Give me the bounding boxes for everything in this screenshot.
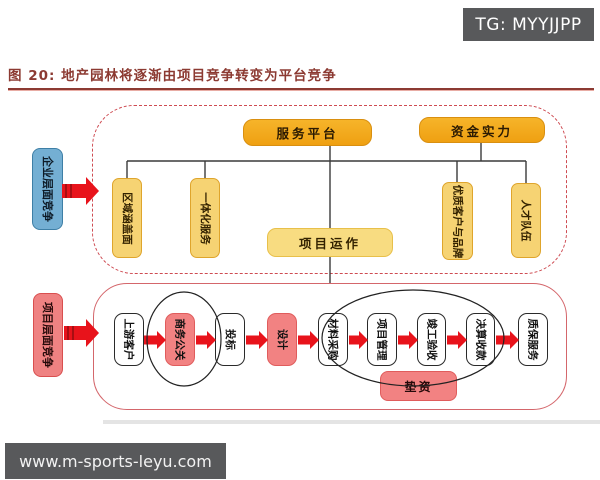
capital-strength-box: 资金实力 xyxy=(419,117,545,143)
step-project-management-box: 项目管理 xyxy=(367,313,397,366)
step-material-procurement-box: 材料采购 xyxy=(318,313,348,366)
step-business-pr-box: 商务公关 xyxy=(165,313,195,366)
figure-title: 图 20: 地产园林将逐渐由项目竞争转变为平台竞争 xyxy=(8,68,337,84)
step-project-management-label: 项目管理 xyxy=(375,318,388,361)
pillar-regional-coverage-box: 区域涵盖面 xyxy=(112,178,142,258)
step-warranty-service-label: 质保服务 xyxy=(526,318,539,361)
enterprise-competition-label: 企业层面竞争 xyxy=(40,156,54,222)
step-completion-acceptance-label: 竣工验收 xyxy=(425,318,437,361)
enterprise-competition-label-box: 企业层面竞争 xyxy=(32,148,63,230)
pillar-quality-clients-label: 优质客户与品牌 xyxy=(451,184,463,258)
project-competition-label-box: 项目层面竞争 xyxy=(33,293,63,377)
bottom-divider xyxy=(103,420,600,424)
title-underline xyxy=(8,88,594,91)
step-design-box: 设计 xyxy=(267,313,297,366)
service-platform-box: 服务平台 xyxy=(243,119,372,146)
pillar-talent-team-box: 人才队伍 xyxy=(511,183,541,258)
step-design-label: 设计 xyxy=(275,329,288,350)
pillar-regional-coverage-label: 区域涵盖面 xyxy=(120,191,133,245)
step-settlement-collection-label: 决算收款 xyxy=(474,318,486,361)
step-settlement-collection-box: 决算收款 xyxy=(466,313,495,366)
tg-watermark-badge: TG: MYYJJPP xyxy=(463,8,594,41)
site-watermark-badge: www.m-sports-leyu.com xyxy=(5,443,226,479)
step-upstream-clients-box: 上游客户 xyxy=(114,313,144,366)
pillar-quality-clients-box: 优质客户与品牌 xyxy=(442,182,473,260)
step-upstream-clients-label: 上游客户 xyxy=(122,318,135,361)
project-operation-box: 项目运作 xyxy=(267,228,393,257)
step-business-pr-label: 商务公关 xyxy=(173,318,186,361)
pillar-integrated-service-label: 一体化服务 xyxy=(198,191,211,245)
step-bidding-box: 投标 xyxy=(215,313,245,366)
step-bidding-label: 投标 xyxy=(223,329,236,350)
pillar-talent-team-label: 人才队伍 xyxy=(519,199,532,242)
project-competition-label: 项目层面竞争 xyxy=(41,302,54,368)
step-completion-acceptance-box: 竣工验收 xyxy=(417,313,446,366)
step-warranty-service-box: 质保服务 xyxy=(518,313,548,366)
step-material-procurement-label: 材料采购 xyxy=(326,318,339,361)
pillar-integrated-service-box: 一体化服务 xyxy=(190,178,220,258)
advance-funding-box: 垫资 xyxy=(380,371,457,401)
